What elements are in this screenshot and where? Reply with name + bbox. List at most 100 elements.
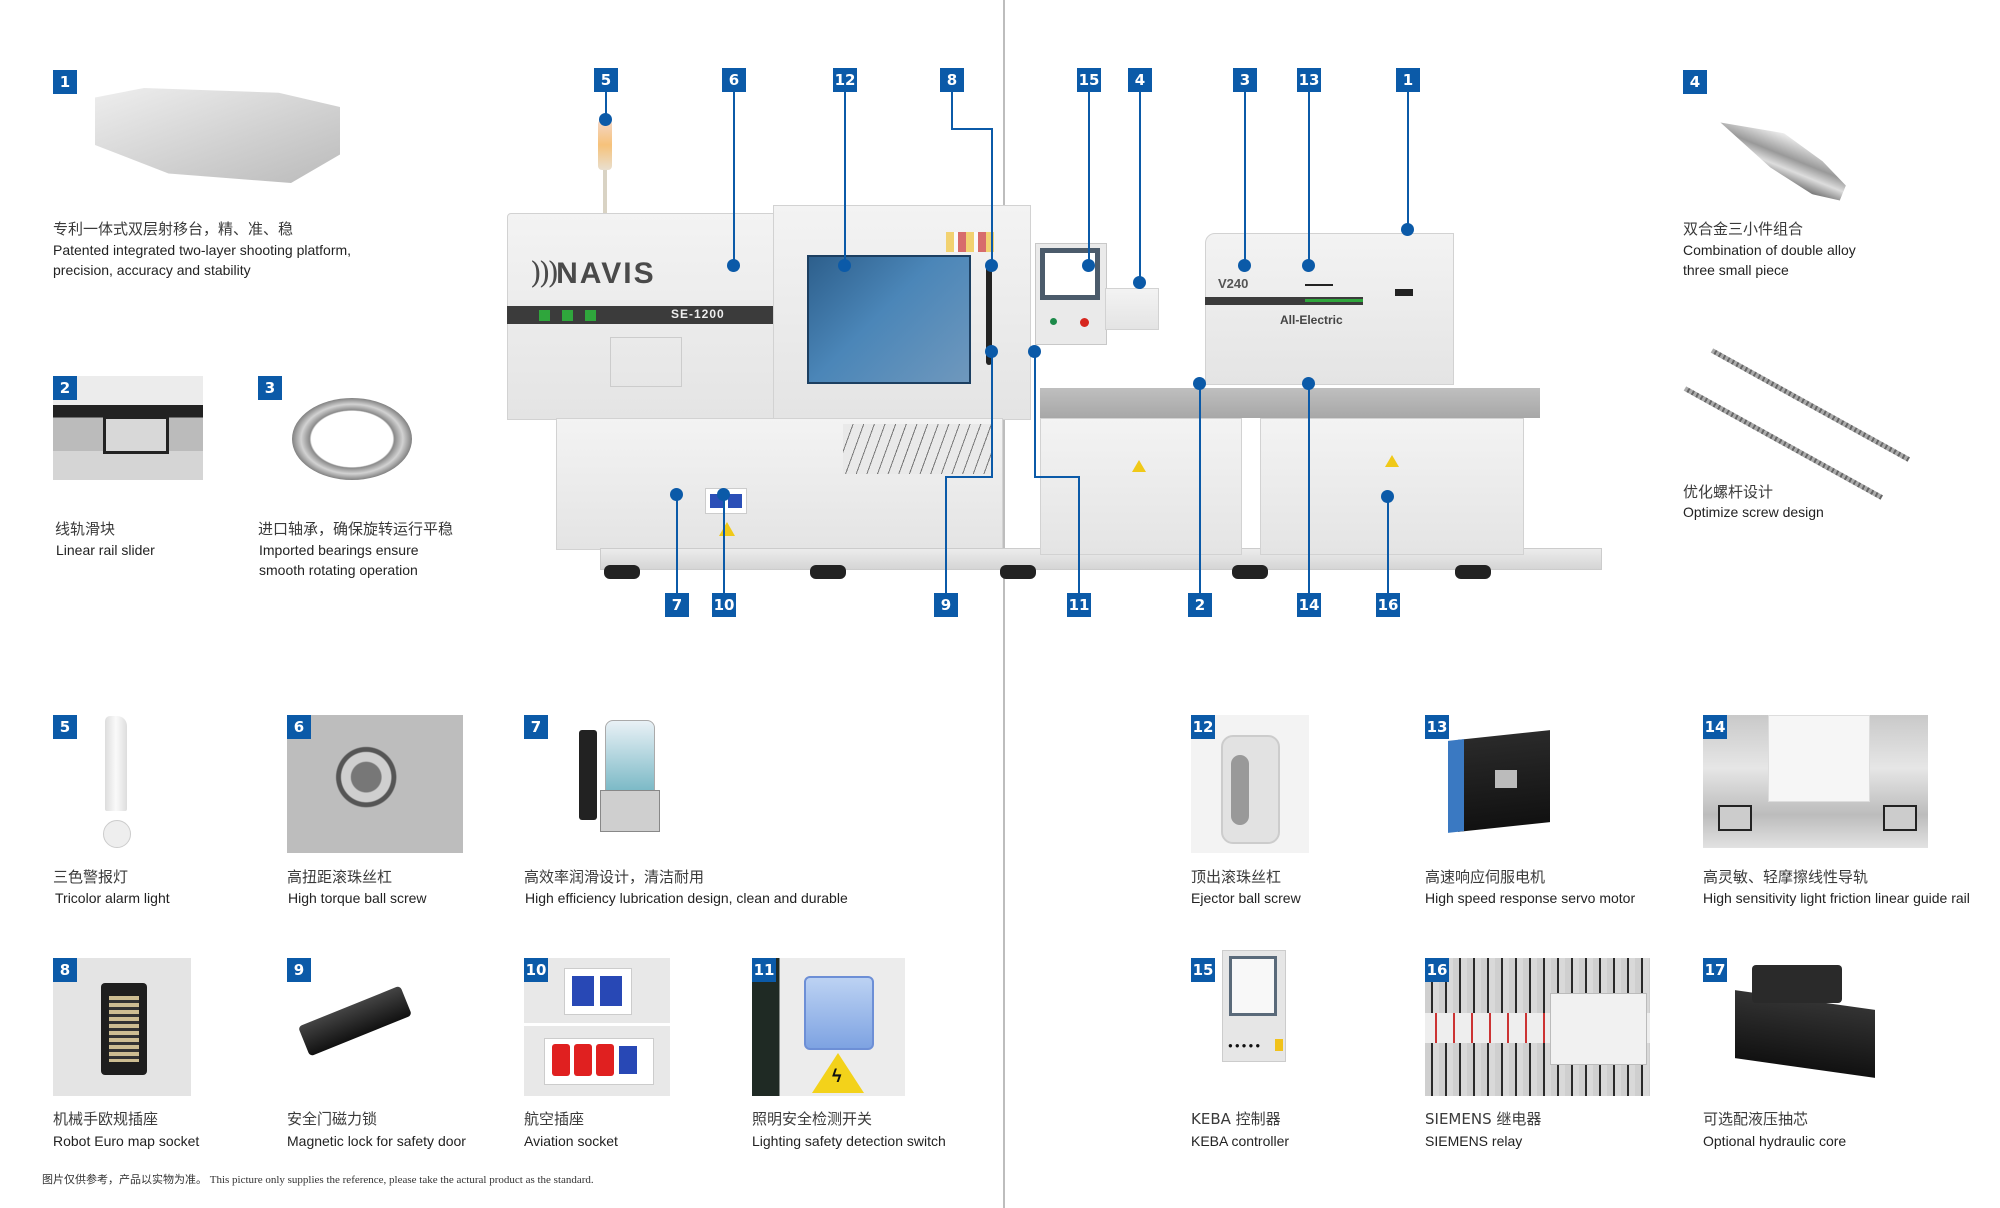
callout-badge-16[interactable]: 16 xyxy=(1376,593,1400,617)
callout-dot xyxy=(1302,377,1315,390)
feature-desc-en: High speed response servo motor xyxy=(1425,890,1636,906)
disclaimer-en: This picture only supplies the reference… xyxy=(209,1174,594,1186)
callout-badge-11[interactable]: 11 xyxy=(1067,593,1091,617)
callout-badge-2[interactable]: 2 xyxy=(1188,593,1212,617)
aviation-socket-image xyxy=(524,958,670,1096)
callout-badge-7[interactable]: 7 xyxy=(665,593,689,617)
feature-desc-en: Patented integrated two-layer shooting p… xyxy=(53,242,352,258)
feature-badge: 8 xyxy=(53,958,77,982)
warning-triangle-icon xyxy=(1385,455,1399,467)
feature-title-cn: 照明安全检测开关 xyxy=(752,1110,873,1128)
door-handle xyxy=(986,265,992,365)
handle-slot xyxy=(1395,289,1413,296)
alarm-light-mount xyxy=(103,820,131,848)
callout-badge-10[interactable]: 10 xyxy=(712,593,736,617)
callout-badge-1[interactable]: 1 xyxy=(1396,68,1420,92)
feature-badge: 13 xyxy=(1425,715,1449,739)
disclaimer-cn: 图片仅供参考，产品以实物为准。 xyxy=(42,1173,207,1186)
feature-desc-en: SIEMENS relay xyxy=(1425,1133,1523,1149)
feature-desc-en: Optional hydraulic core xyxy=(1703,1133,1847,1149)
callout-badge-9[interactable]: 9 xyxy=(934,593,958,617)
feature-desc-en: Linear rail slider xyxy=(56,542,155,558)
feature-title-cn: 可选配液压抽芯 xyxy=(1703,1110,1809,1128)
feature-title-cn: 顶出滚珠丝杠 xyxy=(1191,868,1282,886)
hydraulic-core-image xyxy=(1735,990,1875,1078)
feature-title-cn: SIEMENS 继电器 xyxy=(1425,1110,1542,1128)
injection-unit-cover xyxy=(1205,233,1454,385)
injection-strip xyxy=(1205,297,1363,305)
feature-desc-en: High torque ball screw xyxy=(288,890,427,906)
lubricator-image xyxy=(605,720,655,792)
linear-guide-image xyxy=(1703,715,1928,848)
callout-dot xyxy=(1082,259,1095,272)
callout-dot xyxy=(1193,377,1206,390)
alarm-light-pole xyxy=(603,170,607,213)
callout-badge-8[interactable]: 8 xyxy=(940,68,964,92)
callout-badge-12[interactable]: 12 xyxy=(833,68,857,92)
lubricator-pump xyxy=(579,730,597,820)
brand-logo: )))NAVIS xyxy=(530,256,656,291)
feature-badge: 11 xyxy=(752,958,776,982)
feature-title-cn: KEBA 控制器 xyxy=(1191,1110,1281,1128)
callout-dot xyxy=(1028,345,1041,358)
callout-badge-4[interactable]: 4 xyxy=(1128,68,1152,92)
leveling-foot xyxy=(1000,565,1036,579)
model-sublabel-right: All-Electric xyxy=(1280,313,1343,327)
leveling-foot xyxy=(1232,565,1268,579)
callout-dot xyxy=(670,488,683,501)
machine-deck xyxy=(1040,388,1540,418)
emergency-stop-icon xyxy=(1080,318,1089,327)
callout-dot xyxy=(717,488,730,501)
leveling-foot xyxy=(604,565,640,579)
feature-title-cn: 高扭距滚珠丝杠 xyxy=(287,868,393,886)
feature-title-cn: 进口轴承，确保旋转运行平稳 xyxy=(258,520,454,538)
indicator-slot xyxy=(1305,284,1333,286)
feature-title-cn: 高速响应伺服电机 xyxy=(1425,868,1546,886)
callout-dot xyxy=(985,345,998,358)
bearing-image xyxy=(292,398,412,480)
green-button-icon xyxy=(1050,318,1057,325)
feature-title-cn: 优化螺杆设计 xyxy=(1683,483,1774,501)
callout-badge-14[interactable]: 14 xyxy=(1297,593,1321,617)
model-strip: SE-1200 xyxy=(507,306,773,324)
linear-rail-slider-image xyxy=(53,376,203,480)
callout-dot xyxy=(1302,259,1315,272)
feature-desc-en: Robot Euro map socket xyxy=(53,1133,200,1149)
feature-badge: 6 xyxy=(287,715,311,739)
model-label-left: SE-1200 xyxy=(671,307,725,321)
servo-motor-plate xyxy=(1495,770,1517,788)
alarm-light xyxy=(598,120,612,170)
feature-desc-en: Magnetic lock for safety door xyxy=(287,1133,466,1149)
warning-stickers xyxy=(946,232,994,252)
callout-badge-15[interactable]: 15 xyxy=(1077,68,1101,92)
feature-title-cn: 线轨滑块 xyxy=(55,520,116,538)
callout-dot xyxy=(838,259,851,272)
feature-desc-en: Ejector ball screw xyxy=(1191,890,1301,906)
siemens-relay-image xyxy=(1425,958,1650,1096)
callout-badge-5[interactable]: 5 xyxy=(594,68,618,92)
lubricator-valve xyxy=(600,790,660,832)
feature-badge: 12 xyxy=(1191,715,1215,739)
feature-desc-en: High efficiency lubrication design, clea… xyxy=(525,890,848,906)
warning-triangle-icon xyxy=(719,522,735,536)
feature-title-cn: 专利一体式双层射移台，精、准、稳 xyxy=(53,220,294,238)
vent-grille xyxy=(843,424,993,474)
callout-dot xyxy=(599,113,612,126)
callout-badge-3[interactable]: 3 xyxy=(1233,68,1257,92)
callout-dot xyxy=(1401,223,1414,236)
callout-dot xyxy=(1381,490,1394,503)
disclaimer: 图片仅供参考，产品以实物为准。 This picture only suppli… xyxy=(42,1171,594,1187)
feature-desc-en: High sensitivity light friction linear g… xyxy=(1703,890,1970,906)
feature-title-cn: 机械手欧规插座 xyxy=(53,1110,159,1128)
screw-tip-image xyxy=(1708,110,1855,205)
keba-controller-image: ●●●●● xyxy=(1222,950,1286,1062)
feature-title-cn: 双合金三小件组合 xyxy=(1683,220,1804,238)
callout-badge-6[interactable]: 6 xyxy=(722,68,746,92)
leveling-foot xyxy=(810,565,846,579)
model-label-right: V240 xyxy=(1218,276,1249,291)
callout-badge-13[interactable]: 13 xyxy=(1297,68,1321,92)
feature-badge: 14 xyxy=(1703,715,1727,739)
feature-desc-en: Aviation socket xyxy=(524,1133,618,1149)
feature-desc-en: three small piece xyxy=(1683,262,1789,278)
feature-badge: 3 xyxy=(258,376,282,400)
